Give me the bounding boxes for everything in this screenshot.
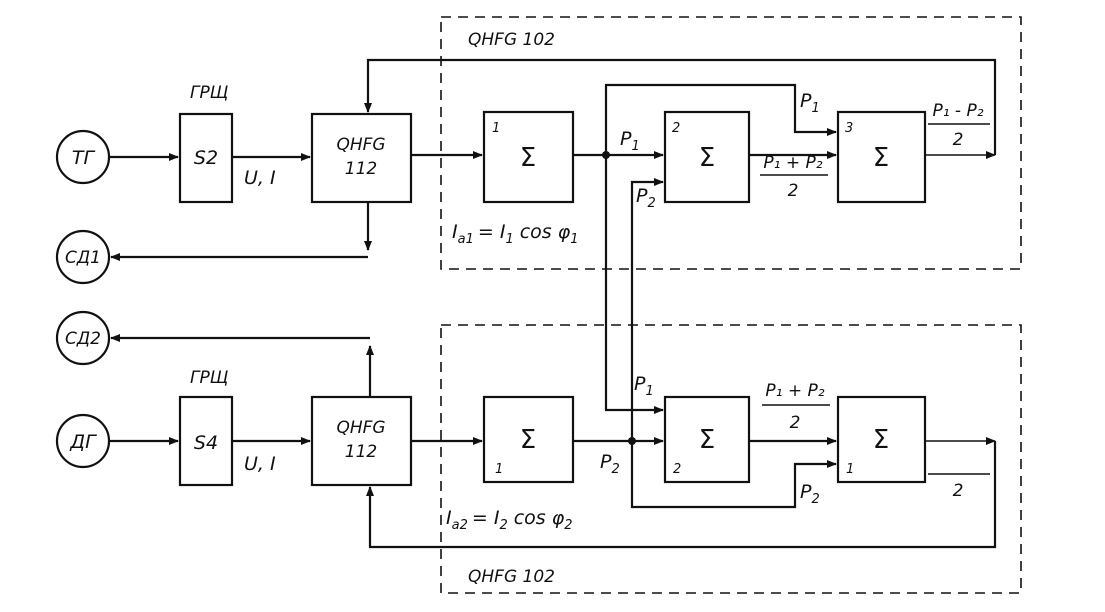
s2-label: S2: [194, 147, 218, 169]
sum3-top-sigma: Σ: [873, 143, 889, 173]
sum1-top-block: [482, 110, 575, 204]
sum2-top-sigma: Σ: [699, 143, 715, 173]
sum3-top-block: [836, 110, 927, 204]
p1-label-b: P1: [800, 90, 820, 116]
qhfg112-top-block: [310, 112, 413, 204]
p1-label-c: P1: [634, 373, 654, 399]
sum1-top-sigma: Σ: [520, 143, 536, 173]
cross-p2-up: [630, 178, 664, 441]
ui-label-top: U, I: [244, 167, 276, 189]
sum2-top-number: 2: [672, 121, 680, 136]
frac-diff-bottom-den: 2: [953, 481, 964, 501]
qhfg112-bottom-line1: QHFG: [336, 418, 385, 438]
switchboard-label-top: ГРЩ: [190, 83, 228, 103]
frac-sum-top-den: 2: [788, 181, 799, 201]
generator-dg-label: ДГ: [69, 431, 97, 453]
p1-label-a: P1: [620, 128, 640, 154]
qhfg112-top-line2: 112: [345, 159, 377, 179]
ui-label-bottom: U, I: [244, 453, 276, 475]
consumer-sd2: [55, 310, 111, 366]
sum3-top-number: 3: [845, 121, 853, 136]
sum1-bottom-number: 1: [495, 462, 503, 477]
consumer-sd1: [55, 229, 111, 285]
bottom-frame-label: QHFG 102: [468, 567, 555, 587]
frac-diff-top-num: P₁ - P₂: [932, 101, 983, 121]
sum1-bottom-sigma: Σ: [520, 425, 536, 455]
s4-label: S4: [194, 432, 218, 454]
generator-tg-label: ТГ: [72, 147, 96, 169]
qhfg112-bottom-block: [310, 395, 413, 487]
sum3-bottom-sigma: Σ: [873, 425, 889, 455]
consumer-sd2-label: СД2: [65, 329, 101, 349]
p2-label-a: P2: [636, 185, 656, 211]
sum1-bottom-block: [482, 395, 575, 484]
p2-branch-bottom: [630, 441, 837, 509]
p1-branch-top: [604, 83, 837, 155]
sum2-bottom-sigma: Σ: [699, 425, 715, 455]
qhfg112-bottom-line2: 112: [345, 442, 377, 462]
p2-label-b: P2: [600, 451, 620, 477]
bottom-frame: [440, 324, 1022, 594]
feedback-bottom: [366, 441, 997, 549]
frac-sum-bottom-num: P₁ + P₂: [765, 381, 824, 401]
sum1-top-number: 1: [492, 121, 500, 136]
frac-sum-top-num: P₁ + P₂: [763, 153, 822, 173]
switchboard-label-bottom: ГРЩ: [190, 368, 228, 388]
sum2-bottom-block: [663, 395, 751, 484]
sum3-bottom-block: [836, 395, 927, 484]
sum3-bottom-number: 1: [846, 462, 854, 477]
p2-label-c: P2: [800, 481, 820, 507]
top-frame: [440, 16, 1022, 270]
qhfg112-top-line1: QHFG: [336, 135, 385, 155]
frac-sum-bottom-den: 2: [790, 413, 801, 433]
sum2-bottom-number: 2: [673, 462, 681, 477]
sum2-top-block: [663, 110, 751, 204]
feedback-top: [364, 58, 997, 155]
consumer-sd1-label: СД1: [65, 248, 101, 268]
cross-p1-down: [604, 155, 664, 414]
top-frame-label: QHFG 102: [468, 30, 555, 50]
frac-diff-top-den: 2: [953, 130, 964, 150]
